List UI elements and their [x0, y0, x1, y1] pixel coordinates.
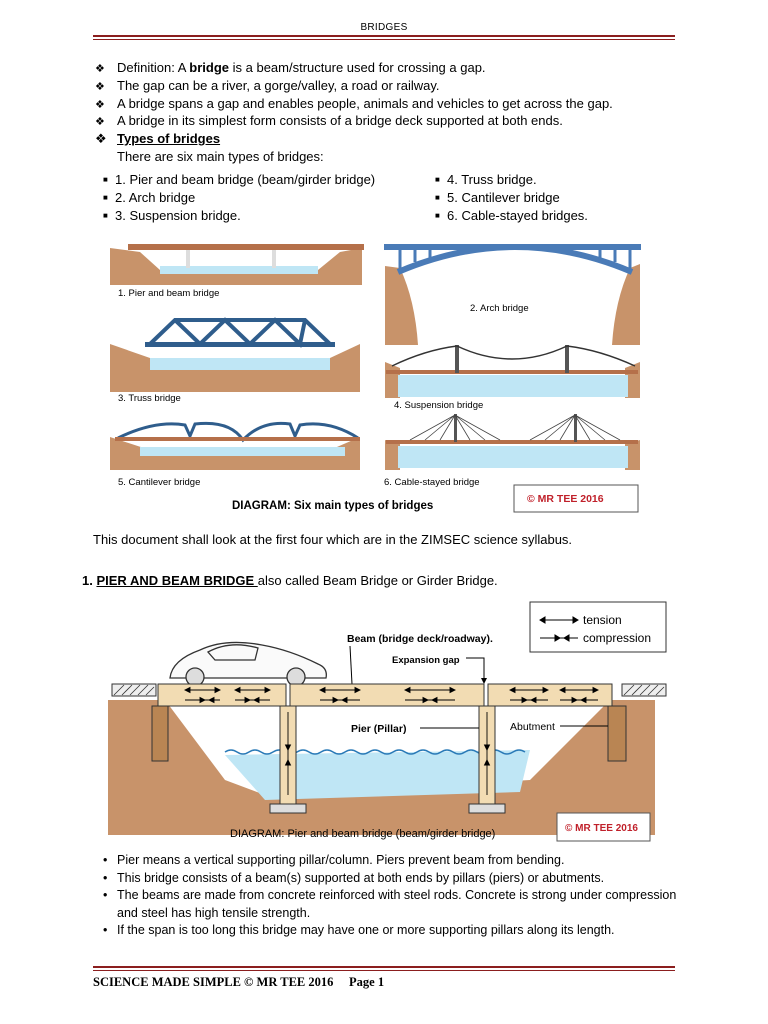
diagram2-caption: DIAGRAM: Pier and beam bridge (beam/gird…	[230, 828, 495, 840]
simplest-line: ❖A bridge in its simplest form consists …	[95, 112, 563, 131]
right-abutment	[607, 705, 627, 762]
tension-arrow-icon	[539, 616, 579, 624]
truss-label: 3. Truss bridge	[118, 393, 181, 404]
beam-left	[157, 683, 287, 707]
section-1-title: 1. PIER AND BEAM BRIDGE also called Beam…	[82, 573, 498, 588]
diagram1-caption: DIAGRAM: Six main types of bridges	[232, 500, 433, 512]
list-item: ■4. Truss bridge.	[435, 172, 537, 187]
gap-line: ❖The gap can be a river, a gorge/valley,…	[95, 77, 440, 96]
types-heading: ❖Types of bridges	[95, 131, 221, 146]
square-bullet-icon: ■	[103, 175, 108, 184]
suspension-bridge-illustration: 4. Suspension bridge	[385, 345, 640, 411]
truss-bridge-illustration: 3. Truss bridge	[110, 317, 360, 404]
footer-rule	[93, 966, 675, 968]
list-item: ■1. Pier and beam bridge (beam/girder br…	[103, 172, 376, 187]
definition-line: ❖Definition: A bridge is a beam/structur…	[95, 59, 486, 78]
page-number: Page 1	[349, 975, 385, 989]
legend-tension: tension	[583, 613, 622, 627]
copyright-text: © MR TEE 2016	[565, 823, 638, 834]
abutment-label: Abutment	[510, 721, 555, 733]
cable-stayed-label: 6. Cable-stayed bridge	[384, 477, 480, 488]
beam-label: Beam (bridge deck/roadway).	[347, 633, 493, 645]
page-header: BRIDGES	[360, 22, 408, 33]
list-item: The beams are made from concrete reinfor…	[103, 887, 693, 922]
square-bullet-icon: ■	[435, 175, 440, 184]
cantilever-label: 5. Cantilever bridge	[118, 477, 200, 488]
pier-beam-notes: Pier means a vertical supporting pillar/…	[103, 852, 693, 940]
diamond-bullet-icon: ❖	[95, 63, 105, 75]
cantilever-bridge-illustration: 5. Cantilever bridge	[110, 421, 360, 488]
copyright-text: © MR TEE 2016	[527, 493, 604, 505]
compression-arrow-icon	[540, 634, 578, 642]
arch-bridge-illustration: 2. Arch bridge	[384, 244, 641, 345]
square-bullet-icon: ■	[435, 211, 440, 220]
list-item: ■5. Cantilever bridge	[435, 190, 560, 205]
copyright-box	[556, 812, 651, 842]
square-bullet-icon: ■	[435, 193, 440, 202]
pier-beam-label: 1. Pier and beam bridge	[118, 288, 219, 299]
square-bullet-icon: ■	[103, 193, 108, 202]
types-list-right: ■4. Truss bridge. ■5. Cantilever bridge …	[435, 171, 588, 225]
list-item: ■2. Arch bridge	[103, 190, 196, 205]
types-lead: There are six main types of bridges:	[117, 149, 324, 164]
diamond-bullet-icon: ❖	[95, 131, 107, 146]
beam-middle	[289, 683, 485, 707]
list-item: This bridge consists of a beam(s) suppor…	[103, 870, 693, 888]
syllabus-note: This document shall look at the first fo…	[93, 532, 573, 547]
header-rule	[93, 35, 675, 37]
cable-stayed-bridge-illustration: 6. Cable-stayed bridge	[384, 414, 640, 488]
diamond-bullet-icon: ❖	[95, 99, 105, 111]
legend-compression: compression	[583, 631, 651, 645]
suspension-label: 4. Suspension bridge	[394, 400, 483, 411]
list-item: Pier means a vertical supporting pillar/…	[103, 852, 693, 870]
footer-rule-thin	[93, 970, 675, 971]
list-item: If the span is too long this bridge may …	[103, 922, 693, 940]
pier-beam-bridge-illustration: 1. Pier and beam bridge	[110, 244, 364, 299]
legend-box	[529, 601, 667, 653]
left-abutment	[151, 705, 169, 762]
list-item: ■3. Suspension bridge.	[103, 208, 241, 223]
list-item: ■6. Cable-stayed bridges.	[435, 208, 588, 223]
diamond-bullet-icon: ❖	[95, 116, 105, 128]
copyright-box	[513, 484, 639, 513]
square-bullet-icon: ■	[103, 211, 108, 220]
diamond-bullet-icon: ❖	[95, 81, 105, 93]
page-footer: SCIENCE MADE SIMPLE © MR TEE 2016 Page 1	[93, 975, 385, 989]
header-rule-thin	[93, 39, 675, 40]
types-list-left: ■1. Pier and beam bridge (beam/girder br…	[103, 171, 375, 225]
car-icon	[169, 641, 327, 687]
pier-label: Pier (Pillar)	[351, 723, 406, 735]
span-line: ❖A bridge spans a gap and enables people…	[95, 95, 613, 114]
expansion-gap-label: Expansion gap	[392, 655, 460, 666]
arch-label: 2. Arch bridge	[470, 303, 529, 314]
